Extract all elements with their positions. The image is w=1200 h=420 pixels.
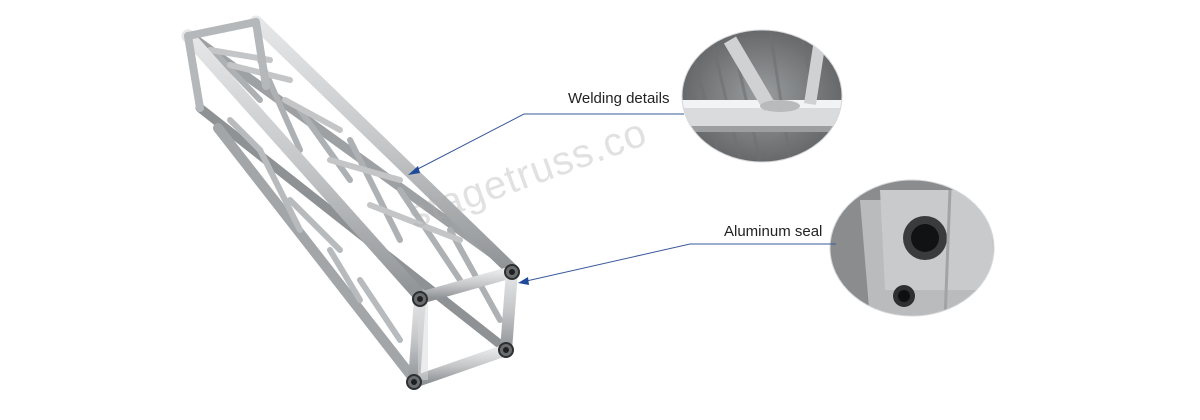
aluminum-seal-label: Aluminum seal [724,223,823,240]
truss-image [181,15,520,390]
welding-details-label: Welding details [568,90,670,107]
welding-leader-line [408,113,684,175]
aluminum-seal-photo [829,179,995,317]
welding-detail-photo [681,29,843,163]
seal-leader-line [518,243,836,285]
